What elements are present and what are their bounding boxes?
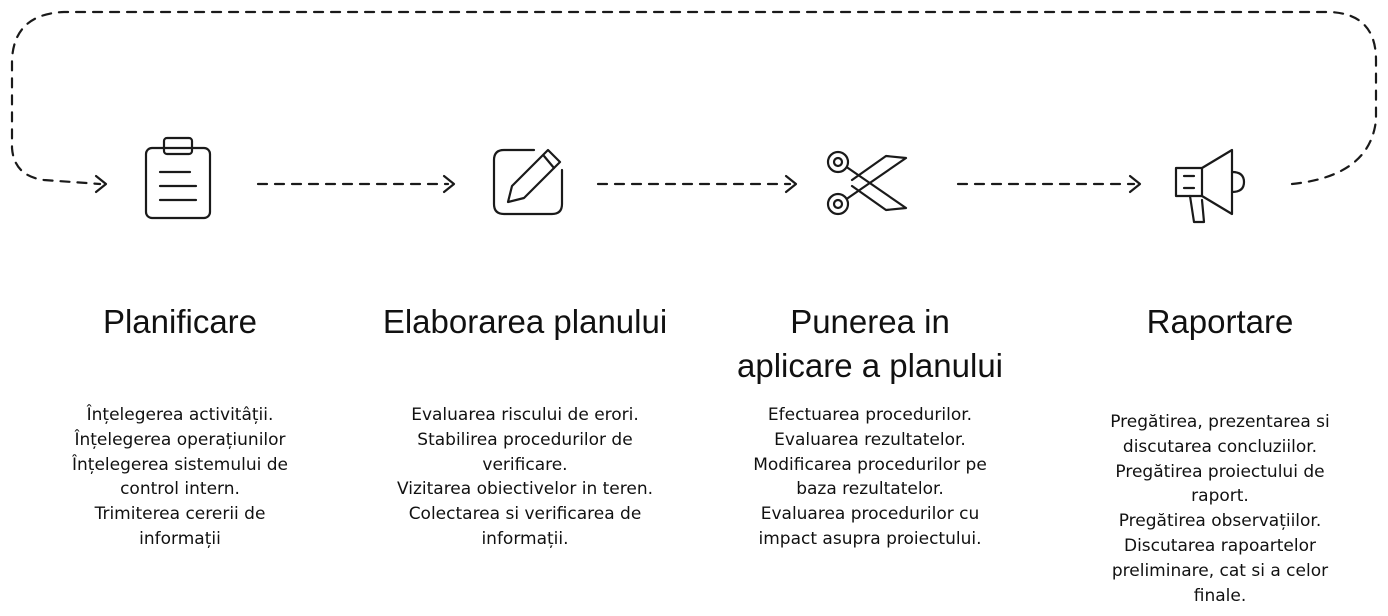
stage-description: Evaluarea riscului de erori. Stabilirea … xyxy=(370,403,680,552)
description-line: Înțelegerea operațiunilor xyxy=(74,429,286,450)
stage-title: Elaborarea planului xyxy=(382,303,668,340)
connector-arrow-3 xyxy=(956,174,1142,194)
stage-title: Raportare xyxy=(1146,303,1294,340)
description-line: Stabilirea procedurilor de xyxy=(417,429,633,450)
edit-pencil-icon xyxy=(492,148,564,216)
description-line: Evaluarea riscului de erori. xyxy=(411,405,639,425)
description-line: discutarea concluziilor. xyxy=(1122,436,1318,457)
scissors-icon xyxy=(826,150,908,216)
clipboard-icon xyxy=(144,136,212,220)
description-line: informații. xyxy=(481,528,569,549)
description-line: Pregătirea, prezentarea si xyxy=(1110,412,1330,432)
description-line: Înțelegerea sistemului de xyxy=(71,454,288,475)
description-line: verificare. xyxy=(482,454,568,475)
stage-title: Punerea in aplicare a planului xyxy=(736,303,1003,384)
megaphone-icon xyxy=(1174,148,1246,224)
description-line: preliminare, cat si a celor xyxy=(1111,560,1329,581)
description-line: baza rezultatelor. xyxy=(796,479,944,500)
description-line: Înțelegerea activitâții. xyxy=(86,405,274,425)
description-line: informații xyxy=(139,528,221,549)
description-line: Evaluarea procedurilor cu xyxy=(760,504,980,525)
description-line: Evaluarea rezultatelor. xyxy=(774,429,966,450)
description-line: finale. xyxy=(1193,585,1247,606)
description-line: Efectuarea procedurilor. xyxy=(767,405,973,425)
connector-arrow-start xyxy=(94,174,108,194)
stage-description: Înțelegerea activitâții. Înțelegerea ope… xyxy=(60,403,300,552)
connector-arrow-1 xyxy=(256,174,456,194)
description-line: Pregătirea observațiilor. xyxy=(1118,511,1322,532)
description-line: Pregătirea proiectului de xyxy=(1115,461,1325,482)
stage-title: Planificare xyxy=(102,303,258,340)
feedback-loop-arrow xyxy=(10,10,1378,186)
connector-arrow-2 xyxy=(596,174,798,194)
description-line: Discutarea rapoartelor xyxy=(1123,535,1316,556)
description-line: Colectarea si verificarea de xyxy=(408,504,642,525)
description-line: Trimiterea cererii de xyxy=(94,504,266,525)
description-line: Vizitarea obiectivelor in teren. xyxy=(396,479,654,500)
description-line: impact asupra proiectului. xyxy=(758,528,982,549)
stage-description: Efectuarea procedurilor. Evaluarea rezul… xyxy=(715,403,1025,552)
stage-description: Pregătirea, prezentarea si discutarea co… xyxy=(1075,410,1365,608)
description-line: raport. xyxy=(1191,486,1249,507)
description-line: control intern. xyxy=(120,479,240,500)
description-line: Modificarea procedurilor pe xyxy=(753,454,987,475)
